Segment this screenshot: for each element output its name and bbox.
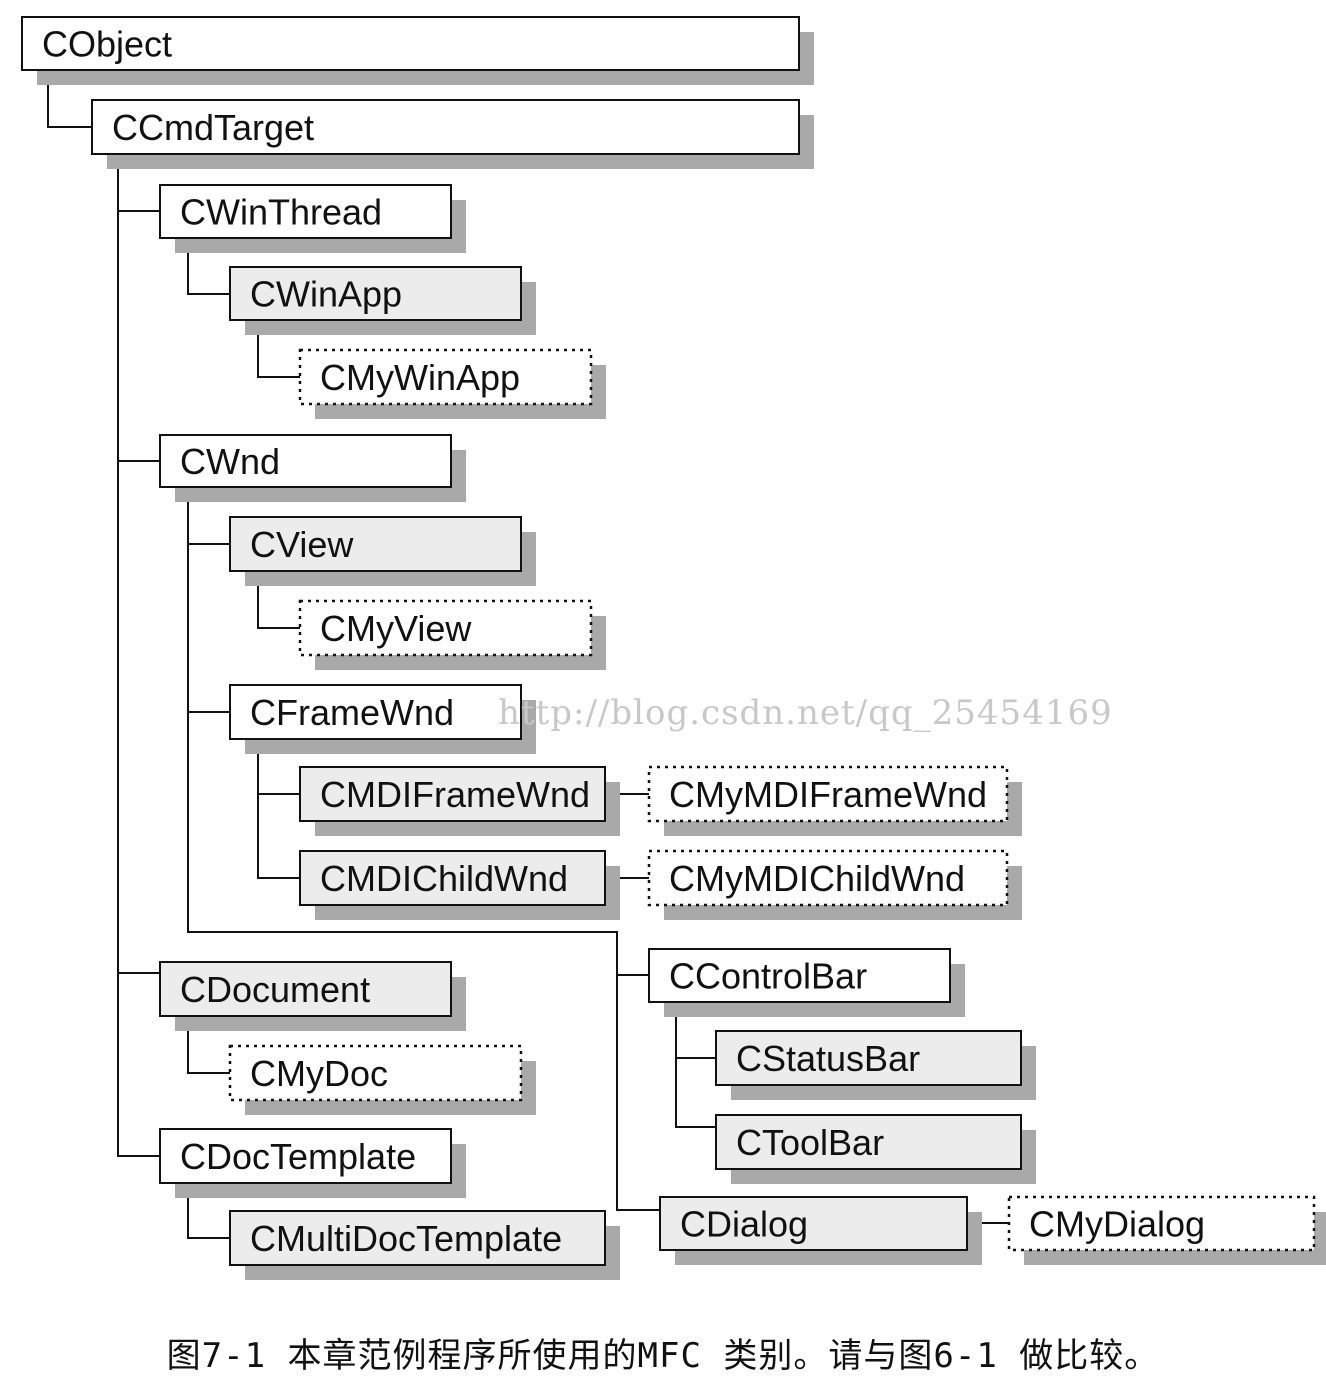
class-box-ccmdtarget: CCmdTarget [91,99,814,169]
box-frame [647,765,1009,823]
inheritance-line [187,487,660,1211]
box-frame [659,1196,968,1251]
inheritance-connectors [47,70,1009,1239]
box-frame [299,850,606,906]
box-frame [648,948,951,1003]
box-frame [1007,1195,1316,1252]
inheritance-line [257,739,300,879]
class-name-label: CWinThread [180,192,382,233]
class-boxes: CObjectCCmdTargetCWinThreadCWinAppCMyWin… [21,16,1326,1280]
box-frame [298,348,593,406]
class-name-label: CMyWinApp [320,357,520,398]
class-box-cwinapp: CWinApp [229,266,536,335]
class-box-cdoctemplate: CDocTemplate [159,1128,466,1198]
class-name-label: CWinApp [250,274,402,315]
box-frame [229,684,522,740]
box-frame [159,434,452,488]
box-frame [647,849,1009,907]
class-name-label: CDocTemplate [180,1136,416,1177]
class-box-cview: CView [229,516,536,586]
class-box-cobject: CObject [21,16,814,85]
class-box-cframewnd: CFrameWnd [229,684,536,754]
class-box-cmydoc: CMyDoc [228,1044,536,1115]
inheritance-line [47,70,92,128]
class-name-label: CFrameWnd [250,692,454,733]
class-name-label: CDocument [180,969,370,1010]
class-box-cmultidoctemplate: CMultiDocTemplate [229,1210,620,1280]
box-frame [159,961,452,1017]
class-box-cmdichildwnd: CMDIChildWnd [299,850,620,920]
class-name-label: CMyMDIFrameWnd [669,774,987,815]
class-box-cmymdiframewnd: CMyMDIFrameWnd [647,765,1022,836]
class-box-ccontrolbar: CControlBar [648,948,965,1017]
inheritance-line [257,571,300,629]
box-frame [229,516,522,572]
class-box-ctoolbar: CToolBar [715,1114,1036,1184]
class-name-label: CStatusBar [736,1038,920,1079]
class-name-label: CMDIFrameWnd [320,774,590,815]
class-box-cstatusbar: CStatusBar [715,1030,1036,1100]
box-frame [229,1210,606,1266]
inheritance-line [257,320,300,378]
class-name-label: CWnd [180,441,280,482]
class-box-cmyview: CMyView [298,599,606,670]
inheritance-line [187,1016,230,1074]
box-frame [91,99,800,155]
watermark-text: http://blog.csdn.net/qq_25454169 [498,693,1113,733]
class-name-label: CObject [42,24,172,65]
class-box-cdocument: CDocument [159,961,466,1031]
inheritance-line [187,238,230,295]
box-frame [21,16,800,71]
box-frame [229,266,522,321]
figure-caption: 图7-1 本章范例程序所使用的MFC 类别。请与图6-1 做比较。 [166,1336,1160,1376]
class-name-label: CDialog [680,1204,808,1245]
class-name-label: CView [250,524,354,565]
class-box-cdialog: CDialog [659,1196,982,1265]
box-frame [159,184,452,239]
box-frame [715,1114,1022,1170]
class-box-cwnd: CWnd [159,434,466,502]
class-box-cwinthread: CWinThread [159,184,466,253]
box-frame [298,599,593,657]
class-name-label: CToolBar [736,1122,884,1163]
box-frame [715,1030,1022,1086]
class-name-label: CMDIChildWnd [320,858,568,899]
class-name-label: CControlBar [669,956,867,997]
class-box-cmymdichildwnd: CMyMDIChildWnd [647,849,1022,920]
class-name-label: CMultiDocTemplate [250,1218,562,1259]
inheritance-line [117,154,160,1157]
inheritance-line [675,1002,716,1128]
class-box-cmydialog: CMyDialog [1007,1195,1326,1265]
box-frame [228,1044,523,1102]
inheritance-line [187,1183,230,1239]
box-frame [159,1128,452,1184]
class-name-label: CMyMDIChildWnd [669,858,965,899]
class-name-label: CMyDoc [250,1053,388,1094]
class-name-label: CCmdTarget [112,107,314,148]
box-frame [299,766,606,822]
class-box-cmdiframewnd: CMDIFrameWnd [299,766,620,836]
class-name-label: CMyView [320,608,472,649]
class-name-label: CMyDialog [1029,1204,1205,1245]
class-box-cmywinapp: CMyWinApp [298,348,606,419]
